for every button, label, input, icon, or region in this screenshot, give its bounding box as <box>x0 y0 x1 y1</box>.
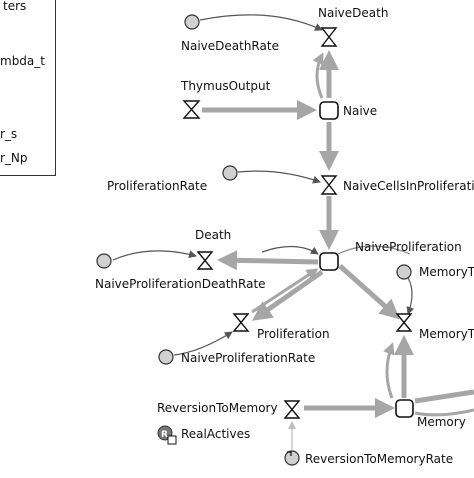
link-naiveprolif-up <box>337 245 411 255</box>
label-naive-cells-in-prolif: NaiveCellsInProliferatio <box>343 179 474 193</box>
label-reversion-to-memory: ReversionToMemory <box>157 401 278 415</box>
label-memory-t-top: MemoryT <box>419 265 474 279</box>
proliferation-rate-circle[interactable] <box>222 165 238 181</box>
memory-t-rate-circle[interactable] <box>396 264 412 280</box>
flow-naiveprolif-to-proliferation <box>251 269 324 321</box>
death-valve-icon[interactable] <box>196 251 214 270</box>
link-memoryt-memoryt <box>406 277 415 315</box>
flow-memory-to-memoryt-loop <box>383 342 395 399</box>
reversion-to-memory-valve-icon[interactable] <box>283 400 301 419</box>
label-naive-prolif-death-rate: NaiveProliferationDeathRate <box>95 277 266 291</box>
flow-proliferation-to-naiveprolif <box>251 268 319 314</box>
label-proliferation: Proliferation <box>257 327 330 341</box>
label-memory-t-mid: MemoryT <box>419 327 474 341</box>
valves <box>182 27 413 419</box>
labels: NaiveDeath NaiveDeathRate ThymusOutput N… <box>95 6 474 466</box>
stocks <box>319 101 414 418</box>
flow-naive-to-naivedeath-loop <box>312 52 324 99</box>
influence-links <box>112 14 415 450</box>
link-naivedeathrate-naivedeath <box>199 14 323 31</box>
real-actives-icon[interactable]: R <box>157 425 177 445</box>
label-naive: Naive <box>343 104 377 118</box>
link-proliferationrate-naivecells <box>237 170 321 184</box>
svg-text:R: R <box>161 430 168 440</box>
flow-memory-loop-right <box>414 408 474 417</box>
proliferation-valve-icon[interactable] <box>232 313 250 332</box>
label-thymus-output: ThymusOutput <box>180 79 271 93</box>
link-naiveprolifrate-proliferation <box>173 331 233 356</box>
parameter-item[interactable]: r_s <box>0 127 18 141</box>
link-naiveprolifdeathrate-death <box>112 250 197 261</box>
naive-prolif-rate-circle[interactable] <box>158 349 174 365</box>
label-memory: Memory <box>417 415 466 429</box>
link-naiveprolifdeath-to-naiveprolif <box>261 245 319 255</box>
parameter-item[interactable]: mbda_t <box>0 54 45 68</box>
parameters-panel: ters <box>0 0 56 176</box>
label-naive-death: NaiveDeath <box>318 6 388 20</box>
reversion-rate-corner-icon <box>287 451 292 456</box>
flow-naiveprolif-to-memoryt <box>338 264 400 320</box>
label-naive-prolif-rate: NaiveProliferationRate <box>181 351 315 365</box>
naive-prolif-death-rate-circle[interactable] <box>96 253 112 269</box>
naive-proliferation-stock[interactable] <box>319 252 339 271</box>
memory-t-valve-icon[interactable] <box>395 313 413 332</box>
label-proliferation-rate: ProliferationRate <box>107 179 207 193</box>
parameter-item[interactable]: r_Np <box>0 151 28 165</box>
label-death: Death <box>195 228 231 242</box>
flow-memory-out-right <box>414 389 474 404</box>
parameters-panel-title: ters <box>3 0 27 13</box>
thymus-output-valve-icon[interactable] <box>182 100 201 119</box>
auxiliaries <box>96 14 412 466</box>
label-naive-proliferation: NaiveProliferation <box>355 240 462 254</box>
label-reversion-to-memory-rate: ReversionToMemoryRate <box>305 452 453 466</box>
label-naive-death-rate: NaiveDeathRate <box>181 39 279 53</box>
naive-death-valve-icon[interactable] <box>320 27 338 47</box>
flow-pipes <box>202 50 474 418</box>
naive-death-rate-circle[interactable] <box>184 14 200 30</box>
naive-cells-in-prolif-valve-icon[interactable] <box>320 175 338 195</box>
label-real-actives: RealActives <box>181 427 250 441</box>
reversion-to-memory-rate-circle[interactable] <box>284 450 300 466</box>
naive-stock[interactable] <box>319 101 339 120</box>
flow-naiveprolif-to-death <box>217 250 319 271</box>
memory-stock[interactable] <box>395 399 414 418</box>
